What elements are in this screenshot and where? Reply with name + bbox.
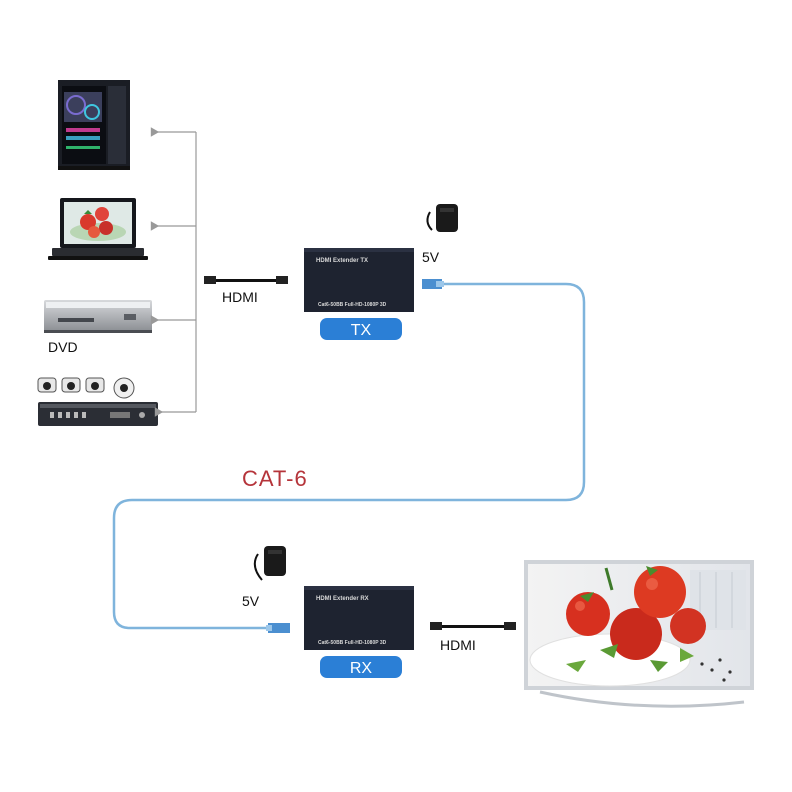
rj45-plug-bottom [266, 623, 290, 633]
dvd-player-icon [44, 300, 152, 333]
pc-tower-icon [58, 80, 130, 170]
hdmi-label-left: HDMI [222, 289, 258, 305]
hdmi-label-right: HDMI [440, 637, 476, 653]
rj45-plug-top [422, 279, 444, 289]
source-bracket [150, 127, 197, 417]
rx-extender-box: HDMI Extender RX Cat6-50BB Full-HD-1080P… [304, 586, 414, 650]
power-label-top: 5V [422, 249, 440, 265]
tv-display-icon [524, 560, 754, 708]
rx-spec: Cat6-50BB Full-HD-1080P 3D [318, 640, 387, 646]
rx-title: HDMI Extender RX [316, 596, 369, 602]
tx-extender-box: HDMI Extender TX Cat6-50BB Full-HD-1080P… [304, 248, 414, 312]
hdmi-cable-right [430, 622, 516, 630]
tx-spec: Cat6-50BB Full-HD-1080P 3D [318, 302, 387, 308]
tx-badge-label: TX [351, 322, 372, 339]
hdmi-cable-left [204, 276, 288, 284]
power-adapter-icon [253, 546, 286, 581]
rx-badge-label: RX [350, 660, 373, 677]
tx-title: HDMI Extender TX [316, 258, 368, 264]
dvd-label: DVD [48, 339, 78, 355]
tx-badge: TX [320, 318, 402, 340]
rx-badge: RX [320, 656, 402, 678]
cctv-nvr-icon [37, 377, 158, 426]
power-label-bottom: 5V [242, 593, 260, 609]
cat6-cable [112, 282, 586, 630]
cat6-label: CAT-6 [242, 466, 308, 491]
laptop-icon [48, 198, 148, 260]
power-adapter-icon [426, 204, 458, 232]
